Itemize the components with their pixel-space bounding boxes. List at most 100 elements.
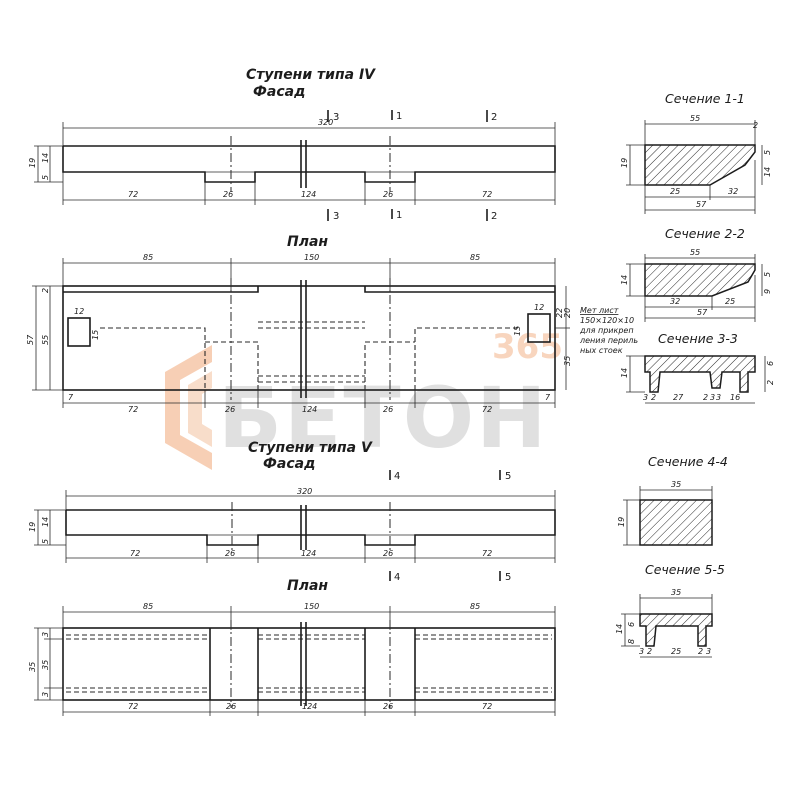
t4p-sq-right: 12 [534, 303, 544, 312]
t5p-w-total: 35 [28, 662, 37, 672]
t4p-sq-right-v: 15 [513, 326, 522, 336]
s22-h: 14 [620, 275, 629, 285]
s55-h: 14 [615, 624, 624, 634]
section-2-2: Сечение 2-2 55 14 9 5 32 25 57 [620, 226, 772, 322]
s33-d5: 3 [710, 393, 715, 402]
s55-d1: 3 [639, 647, 644, 656]
t5-cut-4-bottom: 4 [394, 572, 400, 583]
s22-b1: 32 [670, 297, 680, 306]
s33-d3: 27 [673, 393, 684, 402]
watermark: БЕТОН 365 [165, 327, 563, 470]
t4f-seg-c: 124 [301, 190, 316, 199]
t5f-dim-h-low: 5 [41, 539, 50, 544]
t4p-dim-p2: 150 [304, 253, 319, 262]
t4-cut-1-bottom: 1 [396, 210, 402, 221]
t4f-seg-e: 72 [482, 190, 492, 199]
s11-top: 55 [690, 114, 700, 123]
t4p-edge-r: 7 [545, 393, 551, 402]
t5p-w-b: 3 [41, 692, 50, 697]
t4p-note-line-4: ления периль [579, 336, 638, 345]
t5p-dim-p1: 85 [143, 602, 153, 611]
t5p-b2: 26 [226, 702, 236, 711]
s44-top: 35 [671, 480, 681, 489]
s11-corner: 2 [753, 121, 758, 130]
type5-plan-label: План [287, 578, 328, 594]
type5-facade-label: Фасад [263, 456, 315, 472]
t5p-b1: 72 [128, 702, 138, 711]
section-3-3-label: Сечение 3-3 [658, 331, 738, 346]
s55-d5: 3 [706, 647, 711, 656]
section-4-4-label: Сечение 4-4 [648, 454, 728, 469]
section-1-1-label: Сечение 1-1 [665, 91, 745, 106]
s22-h-right2: 5 [763, 272, 772, 277]
t4p-note-line-2: 150×120×10 [580, 316, 634, 325]
t4-cut-2-bottom: 2 [491, 211, 497, 222]
s11-h-right2: 14 [763, 167, 772, 177]
s11-b1: 25 [670, 187, 680, 196]
type4-facade: Ступени типа IV Фасад 320 19 14 5 72 26 … [28, 67, 556, 222]
t4p-w-inner: 55 [41, 335, 50, 345]
section-5-5-label: Сечение 5-5 [645, 562, 725, 577]
t4p-note-line-1: Мет лист [580, 306, 619, 315]
s11-h-right: 5 [763, 150, 772, 155]
s33-h-r2: 6 [766, 361, 775, 366]
s55-d4: 2 [698, 647, 703, 656]
s55-h-a: 8 [627, 639, 636, 644]
t5p-dim-p2: 150 [304, 602, 319, 611]
t5p-w-mid: 35 [41, 660, 50, 670]
s33-d7: 16 [730, 393, 740, 402]
t4p-note-line-5: ных стоек [580, 346, 623, 355]
t5f-seg-b: 26 [225, 549, 235, 558]
t5p-dim-p3: 85 [470, 602, 480, 611]
t5f-seg-c: 124 [301, 549, 316, 558]
s55-h-b: 6 [627, 622, 636, 627]
s33-h: 14 [620, 368, 629, 378]
t4p-dim-p3: 85 [470, 253, 480, 262]
s55-top: 35 [671, 588, 681, 597]
type5-facade: Ступени типа V Фасад 320 19 14 5 72 26 1… [28, 440, 556, 583]
t5p-b4: 26 [383, 702, 393, 711]
s33-d1: 3 [643, 393, 648, 402]
t5f-dim-total: 320 [297, 487, 312, 496]
t4p-sq-left-v: 15 [91, 330, 100, 340]
type4-plan: План 85 150 85 12 15 12 15 57 [26, 234, 638, 414]
t4p-w-total: 57 [26, 334, 35, 345]
t4p-b3: 124 [302, 405, 317, 414]
t5f-dim-h-top: 14 [41, 517, 50, 527]
t4p-b4: 26 [383, 405, 393, 414]
t4p-w-right: 20 [563, 308, 572, 318]
t4p-edge-l: 7 [68, 393, 74, 402]
t5f-seg-e: 72 [482, 549, 492, 558]
type4-facade-label: Фасад [253, 84, 305, 100]
t4p-w-top: 2 [41, 288, 50, 293]
s22-b2: 25 [725, 297, 735, 306]
t4-cut-3-bottom: 3 [333, 211, 339, 222]
t4f-dim-h-top: 14 [41, 153, 50, 163]
t5f-seg-a: 72 [130, 549, 140, 558]
t5-cut-5-bottom: 5 [505, 572, 511, 583]
t4p-b2: 26 [225, 405, 235, 414]
t4p-sq-left: 12 [74, 307, 84, 316]
t4-cut-3-top: 3 [333, 112, 339, 123]
t4f-dim-total: 320 [318, 118, 333, 127]
type4-plan-label: План [287, 234, 328, 250]
t4f-seg-d: 26 [383, 190, 393, 199]
s22-top: 55 [690, 248, 700, 257]
s11-b2: 32 [728, 187, 738, 196]
t4f-dim-h-low: 5 [41, 175, 50, 180]
s55-d3: 25 [671, 647, 681, 656]
t4f-dim-h-total: 19 [28, 158, 37, 168]
section-3-3: Сечение 3-3 14 2 6 3 2 27 2 3 3 16 [620, 331, 775, 404]
s55-d2: 2 [647, 647, 652, 656]
t4-cut-1-top: 1 [396, 111, 402, 122]
t4p-b1: 72 [128, 405, 138, 414]
t4p-b5: 72 [482, 405, 492, 414]
section-1-1: Сечение 1-1 55 2 19 5 14 25 32 57 [620, 91, 772, 214]
t5f-seg-d: 26 [383, 549, 393, 558]
s44-h: 19 [617, 517, 626, 527]
t4p-w-right2: 35 [563, 356, 572, 366]
t5p-b3: 124 [302, 702, 317, 711]
type4-title: Ступени типа IV [246, 67, 376, 83]
